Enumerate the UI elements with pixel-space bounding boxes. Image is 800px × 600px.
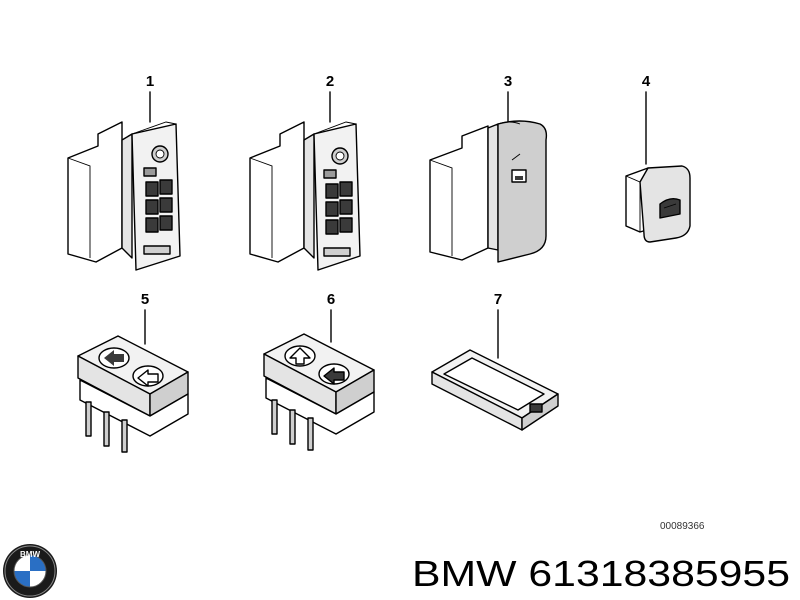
part-1-switch-block xyxy=(67,121,181,271)
callout-number-7: 7 xyxy=(494,291,502,308)
bmw-logo: BMW xyxy=(3,544,57,598)
callout-1: 1 xyxy=(146,73,154,123)
part-5-rocker-switch xyxy=(77,335,189,453)
callout-number-3: 3 xyxy=(504,73,512,90)
callout-2: 2 xyxy=(326,73,334,123)
callout-6: 6 xyxy=(327,291,335,343)
callout-number-4: 4 xyxy=(642,73,651,90)
part-7-switch-frame xyxy=(431,349,559,431)
callout-number-6: 6 xyxy=(327,291,335,308)
callout-number-2: 2 xyxy=(326,73,334,90)
callout-4: 4 xyxy=(642,73,651,165)
callout-number-5: 5 xyxy=(141,291,149,308)
part-2-switch-block xyxy=(249,121,361,271)
bmw-logo-lettering: BMW xyxy=(20,550,40,559)
callout-7: 7 xyxy=(494,291,502,359)
drawing-reference-number: 00089366 xyxy=(660,521,705,532)
part-number-caption: BMW 61318385955 xyxy=(412,553,790,594)
part-6-rocker-switch xyxy=(263,333,375,451)
part-3-single-switch xyxy=(429,120,548,263)
callout-number-1: 1 xyxy=(146,73,154,90)
callout-3: 3 xyxy=(504,73,512,123)
callout-5: 5 xyxy=(141,291,149,345)
part-4-switch-cap xyxy=(625,165,691,243)
